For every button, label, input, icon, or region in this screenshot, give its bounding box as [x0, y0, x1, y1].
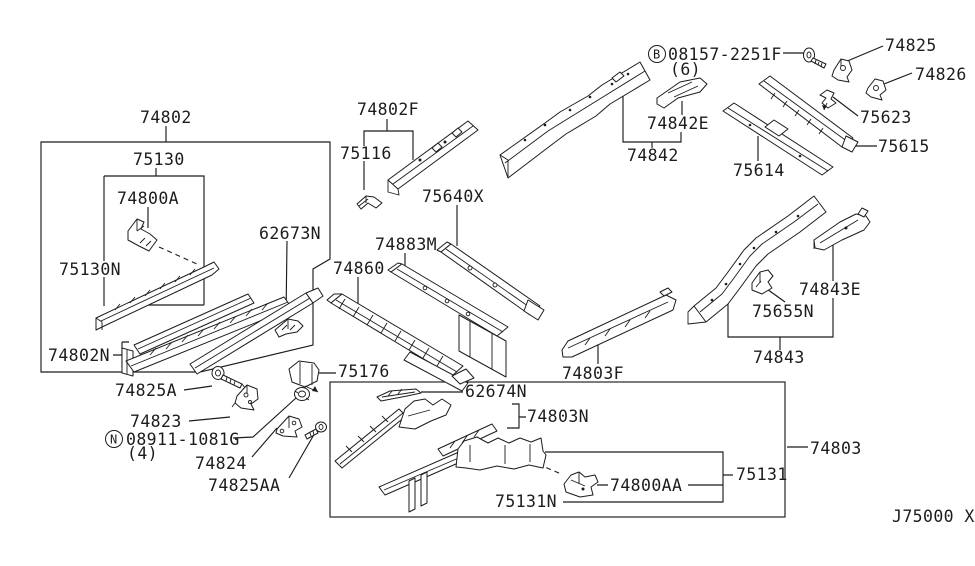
label-75655N: 75655N — [752, 302, 814, 321]
part-74824-bracket — [275, 415, 303, 438]
label-bolt-qty: (6) — [670, 60, 701, 79]
nut-symbol-letter: N — [110, 433, 117, 447]
part-75640X-crossmember — [436, 241, 545, 321]
label-74826: 74826 — [915, 65, 967, 84]
label-75623: 75623 — [860, 108, 912, 127]
label-75615: 75615 — [878, 137, 930, 156]
part-75176-bracket — [288, 360, 320, 393]
label-74843: 74843 — [753, 348, 805, 367]
part-75130N-side-rail — [95, 261, 220, 331]
part-74843E-extension — [813, 207, 871, 251]
part-74800A-bracket — [127, 218, 158, 252]
bracket-74843 — [727, 240, 834, 350]
part-75116-clip — [356, 195, 383, 210]
label-75614: 75614 — [733, 161, 785, 180]
callout-lines — [40, 45, 913, 518]
label-75640X: 75640X — [422, 187, 484, 206]
part-74803F-rail — [561, 287, 677, 358]
label-08157-2251F: 08157-2251F — [668, 45, 782, 64]
bolt-symbol-circle — [648, 45, 666, 63]
part-75615-crossmember — [758, 75, 859, 153]
leader-74824 — [251, 427, 278, 458]
label-nut-qty: (4) — [127, 444, 158, 463]
figure-code: J75000 X — [892, 507, 975, 526]
label-08911-1081G: 08911-1081G — [126, 430, 240, 449]
part-62673N-bracket — [274, 318, 304, 338]
label-74824: 74824 — [195, 454, 247, 473]
leader-74800A-dashed — [158, 246, 198, 265]
label-74803F: 74803F — [562, 364, 624, 383]
part-75623-clip — [819, 89, 837, 111]
leader-nut-n — [232, 397, 297, 439]
part-74825-bracket — [831, 58, 853, 83]
part-74842-rail — [499, 61, 651, 179]
bracket-74842 — [622, 90, 682, 148]
leader-74826 — [883, 72, 913, 85]
leader-74825A — [183, 385, 213, 391]
part-74802N-rail-4 — [189, 287, 324, 375]
label-62674N: 62674N — [465, 382, 527, 401]
label-74802F: 74802F — [357, 100, 419, 119]
group-box-74802 — [40, 141, 331, 373]
part-74842E-bracket — [656, 77, 708, 109]
bracket-74802F — [363, 119, 414, 190]
label-74842E: 74842E — [647, 114, 709, 133]
part-labels: 74802 75130 74800A 75130N 74802N 62673N … — [48, 36, 975, 526]
label-75176: 75176 — [338, 362, 390, 381]
leader-75655N — [766, 288, 786, 303]
part-bolt-b — [803, 47, 827, 69]
label-74802: 74802 — [140, 108, 192, 127]
label-62673N: 62673N — [259, 224, 321, 243]
label-74842: 74842 — [627, 146, 679, 165]
part-74825A-bolt — [211, 366, 247, 390]
bolt-symbol-letter: B — [653, 48, 660, 62]
leader-74825AA — [288, 430, 317, 479]
part-74803N-rail-upper — [334, 408, 407, 469]
part-drawings — [95, 47, 887, 513]
bracket-74803N — [507, 403, 526, 429]
leader-75623 — [832, 96, 859, 117]
part-74860-member — [326, 293, 475, 392]
part-75655N-bracket — [751, 269, 774, 295]
part-62674N-strip — [376, 388, 422, 402]
label-74803N: 74803N — [527, 407, 589, 426]
label-74860: 74860 — [333, 259, 385, 278]
part-74843-rail — [687, 195, 827, 325]
part-74823-bracket — [231, 384, 259, 411]
part-74802N-rail-2 — [133, 293, 255, 355]
part-75614-crossmember — [722, 102, 834, 176]
label-74803: 74803 — [810, 439, 862, 458]
label-74800AA: 74800AA — [610, 476, 682, 495]
label-74802N: 74802N — [48, 346, 110, 365]
part-74802F-rail — [387, 120, 479, 196]
part-74803N-panel — [398, 398, 452, 430]
label-74825: 74825 — [885, 36, 937, 55]
nut-symbol-circle — [105, 430, 123, 448]
part-75131N-cowl-panel — [455, 436, 547, 471]
label-74800A: 74800A — [117, 189, 179, 208]
group-box-74803 — [329, 381, 786, 518]
part-nut-washer — [294, 387, 310, 401]
group-box-75130 — [103, 175, 205, 306]
label-74883M: 74883M — [375, 235, 437, 254]
leader-74823 — [188, 416, 231, 422]
label-74843E: 74843E — [799, 280, 861, 299]
label-75131N: 75131N — [495, 492, 557, 511]
part-74826-bracket — [865, 78, 887, 101]
part-74825AA-bolt — [304, 421, 327, 440]
leader-74825 — [844, 45, 884, 63]
part-74883M-crossmember — [387, 262, 509, 378]
label-75130: 75130 — [133, 150, 185, 169]
label-74823: 74823 — [130, 412, 182, 431]
part-74800AA-clip — [563, 471, 599, 498]
label-75130N: 75130N — [59, 260, 121, 279]
label-75131: 75131 — [736, 465, 788, 484]
label-75116: 75116 — [340, 144, 392, 163]
group-bracket-75131 — [545, 451, 733, 503]
label-74825A: 74825A — [115, 381, 177, 400]
part-75131N-rail-lower — [378, 451, 466, 513]
label-74825AA: 74825AA — [208, 476, 280, 495]
